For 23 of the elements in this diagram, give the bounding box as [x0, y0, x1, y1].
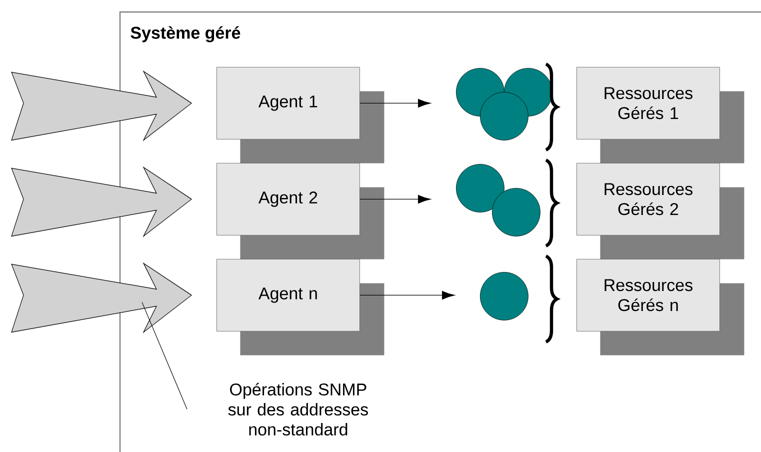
note-text: Opérations SNMP sur des addresses non-standard: [228, 382, 368, 436]
circle-shape: [480, 92, 528, 140]
node-label: Agent n: [258, 288, 317, 303]
arrow: [360, 194, 431, 204]
block-arrow: [11, 70, 192, 142]
node-label: Ressources Gérés 2: [604, 183, 692, 216]
circle-shape: [456, 164, 504, 212]
process-box: Agent 1: [216, 67, 384, 164]
process-box: Agent n: [216, 259, 384, 356]
process-box: Ressources Gérés 1: [576, 67, 744, 164]
block-arrow: [11, 262, 192, 334]
arrow: [360, 98, 431, 108]
circle-shape: [480, 272, 528, 320]
node-label: Ressources Gérés n: [604, 279, 692, 312]
leader-line: [142, 302, 188, 410]
circle-shape: [492, 188, 540, 236]
process-box: Ressources Gérés 2: [576, 163, 744, 260]
panel-title: Système géré: [130, 26, 240, 42]
arrow: [360, 290, 455, 300]
block-arrow: [11, 166, 192, 238]
process-box: Agent 2: [216, 163, 384, 260]
process-box: Ressources Gérés n: [576, 259, 744, 356]
node-label: Agent 2: [258, 191, 318, 207]
